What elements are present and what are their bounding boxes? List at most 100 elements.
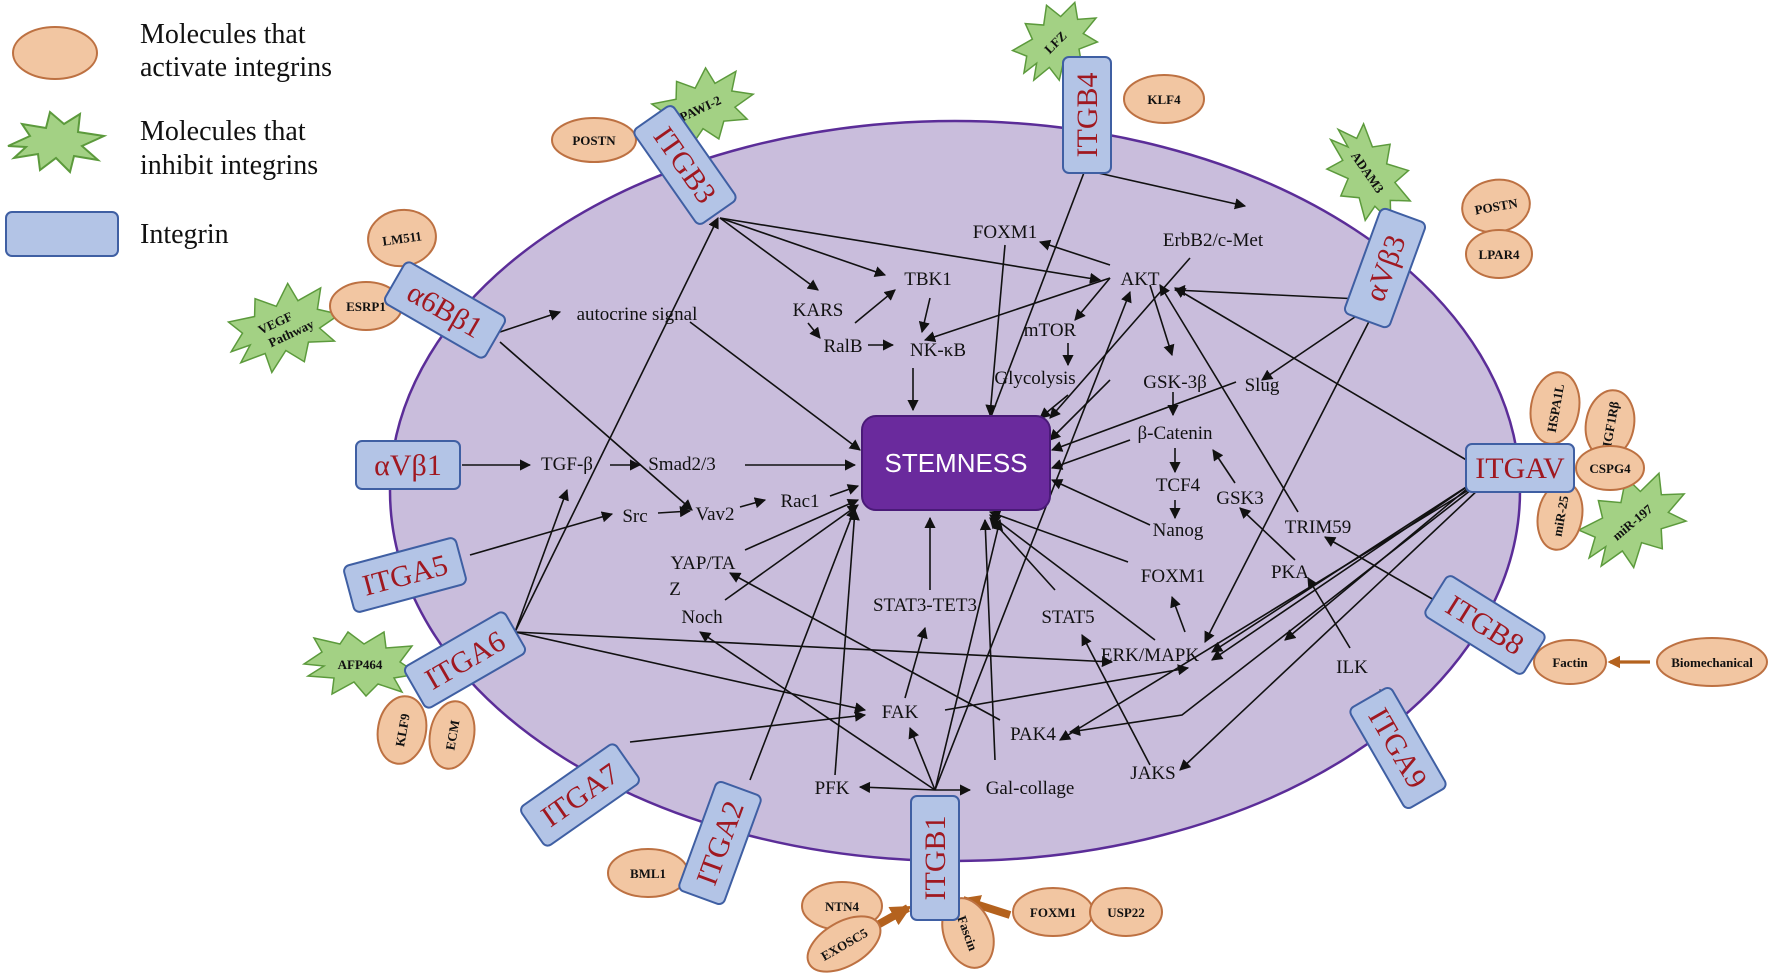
edge [514, 488, 569, 633]
activator-postn-label: POSTN [572, 133, 616, 148]
edge [1050, 439, 1131, 470]
edge [918, 297, 931, 334]
edge [834, 508, 860, 776]
node-nanog: Nanog [1153, 520, 1204, 541]
node-galcollage: Gal-collage [986, 778, 1075, 799]
activator-mir25-label: miR-25 [1550, 494, 1572, 538]
edge [719, 217, 887, 278]
node-vav2: Vav2 [695, 504, 734, 525]
edge [1074, 277, 1111, 321]
inhibitor-afp464-label: AFP464 [338, 657, 383, 672]
node-akt: AKT [1120, 269, 1159, 290]
integrin-box [383, 261, 507, 359]
integrin-box [343, 537, 467, 613]
edge [1038, 239, 1111, 266]
node-ralb: RalB [823, 336, 862, 357]
node-gsk3b: GSK-3β [1143, 372, 1207, 393]
edge [514, 631, 867, 714]
integrin-box [1343, 207, 1427, 329]
edge [989, 514, 1156, 641]
edge [985, 244, 1006, 417]
edge [1239, 507, 1296, 561]
legend-activator-ellipse [12, 26, 98, 80]
activator-ntn4-label: NTN4 [825, 899, 859, 914]
integrin-avb1-label: αVβ1 [374, 449, 442, 482]
integrin-box [1062, 56, 1112, 174]
edge [1307, 577, 1351, 649]
activator-biomechanical-label: Biomechanical [1671, 655, 1753, 670]
edge [1179, 487, 1481, 771]
integrin-itgb4-label: ITGB4 [1071, 73, 1104, 158]
node-trim59: TRIM59 [1285, 517, 1352, 538]
edge [904, 626, 928, 699]
node-bcatenin: β-Catenin [1137, 423, 1213, 444]
node-gsk3: GSK3 [1216, 488, 1264, 509]
legend-inhibitor-star [7, 110, 108, 174]
integrin-itgb1-label: ITGB1 [919, 816, 952, 901]
node-tgfb: TGF-β [541, 454, 593, 475]
edge [1049, 379, 1111, 441]
node-jaks: JAKS [1130, 763, 1175, 784]
node-fak: FAK [882, 702, 919, 723]
pathway-edges [462, 169, 1481, 796]
integrin-box [355, 440, 461, 490]
integrin-box [1424, 575, 1546, 675]
edge [854, 289, 896, 324]
legend-inhibit-line2: inhibit integrins [140, 150, 318, 181]
legend-activate-line1: Molecules that [140, 19, 306, 50]
activator-lpar4-label: LPAR4 [1479, 247, 1520, 262]
node-glycolysis: Glycolysis [994, 368, 1075, 389]
legend-integrin-rect [5, 211, 119, 257]
edge [719, 217, 1102, 284]
edge [657, 506, 692, 518]
node-ilk: ILK [1336, 657, 1368, 678]
node-slug: Slug [1245, 375, 1280, 396]
activator-ecm-label: ECM [442, 719, 462, 751]
edge [499, 309, 562, 333]
edge [744, 498, 860, 551]
edge [1211, 477, 1481, 661]
edge [739, 497, 767, 509]
activator-ellipse [1533, 639, 1607, 685]
activator-ellipse [551, 117, 637, 163]
legend-inhibit-line1: Molecules that [140, 116, 306, 147]
stemness-label: STEMNESS [884, 448, 1027, 478]
edge [469, 511, 614, 556]
legend-integrin-label: Integrin [140, 219, 229, 250]
edge [699, 631, 936, 791]
edge [724, 504, 859, 601]
node-pfk: PFK [815, 778, 850, 799]
edge [858, 781, 936, 793]
activator-ellipse [1656, 637, 1768, 687]
edge [749, 506, 857, 781]
edge [629, 710, 867, 743]
integrin-box [520, 743, 640, 847]
activator-factin-label: Factin [1552, 655, 1588, 670]
edge [988, 510, 1129, 563]
integrin-box [678, 780, 762, 906]
activator-ellipse [1575, 445, 1645, 491]
node-foxm1-low: FOXM1 [1141, 566, 1205, 587]
node-stat5: STAT5 [1041, 607, 1094, 628]
edge [934, 518, 1004, 791]
edge [934, 290, 1132, 791]
activator-usp22-label: USP22 [1107, 905, 1145, 920]
activator-bml1-label: BML1 [630, 866, 666, 881]
edge [1081, 634, 1151, 766]
node-nkkb: NK-κB [910, 340, 966, 361]
legend-activate-line2: activate integrins [140, 52, 332, 83]
edge [1174, 287, 1481, 469]
node-stat3tet3: STAT3-TET3 [873, 595, 977, 616]
node-erkmapk: ERK/MAPK [1101, 645, 1199, 666]
node-erbb2: ErbB2/c-Met [1163, 230, 1264, 251]
edge [908, 726, 936, 791]
node-kars: KARS [793, 300, 844, 321]
node-autocrine: autocrine signal [577, 304, 698, 325]
node-pka: PKA [1271, 562, 1309, 583]
integrin-box [1349, 686, 1447, 810]
node-yap-line2: Z [669, 579, 681, 600]
edge [1149, 284, 1175, 357]
edge [807, 322, 821, 339]
node-smad: Smad2/3 [648, 454, 716, 475]
edge [1170, 595, 1186, 633]
